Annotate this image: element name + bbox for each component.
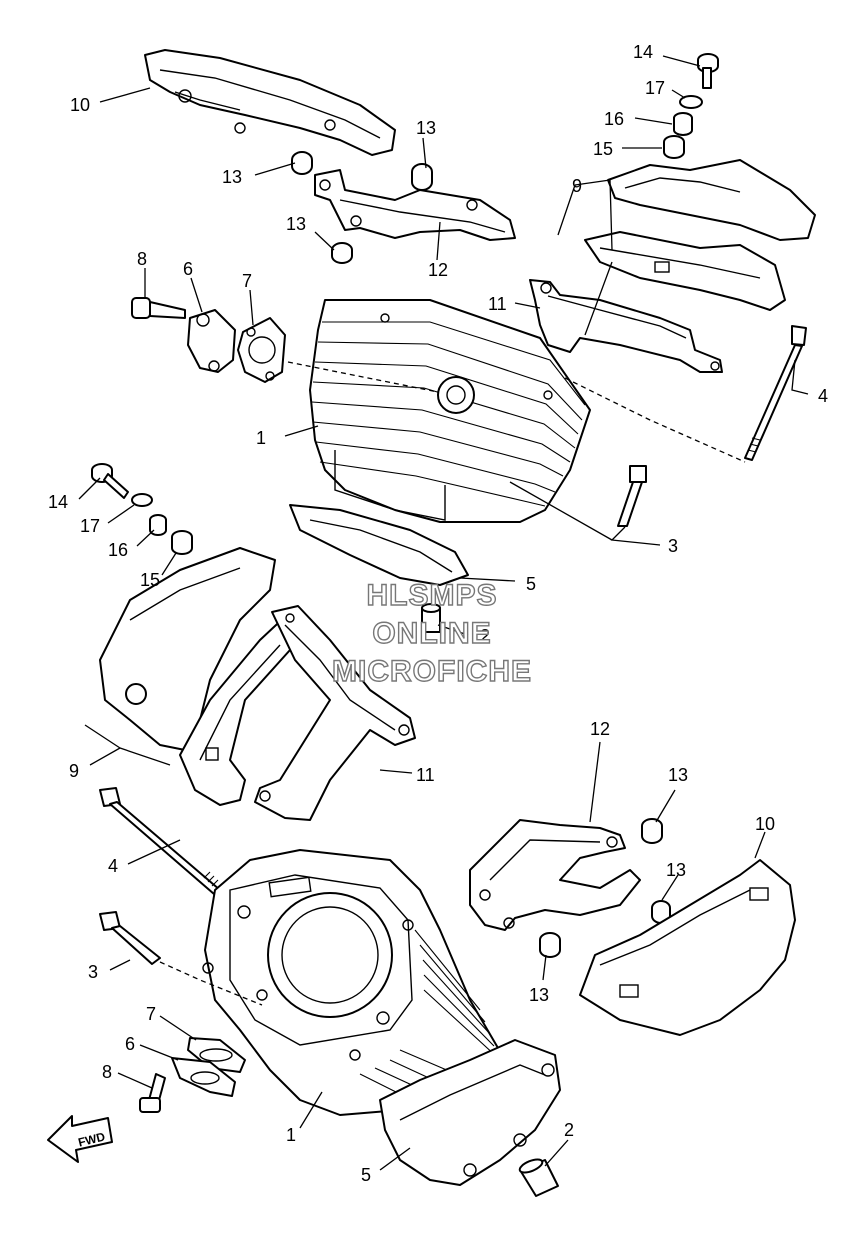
watermark: HLSMPS ONLINE MICROFICHE [331, 578, 532, 688]
callout-9-rear: 9 [572, 176, 582, 196]
callout-1-rear: 1 [256, 428, 266, 448]
part-8-bolt-rear [131, 297, 186, 319]
callout-15-rear: 15 [593, 139, 613, 159]
callout-13-rear-c: 13 [286, 214, 306, 234]
part-12-bracket-front [469, 819, 641, 931]
part-13-grommets-rear [291, 151, 433, 264]
part-5-gasket-front [379, 1039, 561, 1186]
part-11-gasket-front [254, 605, 416, 821]
callout-16-rear: 16 [604, 109, 624, 129]
part-12-bracket-rear [314, 169, 516, 241]
callout-7-front: 7 [146, 1004, 156, 1024]
part-4-stud-front [99, 787, 221, 895]
part-14-17-16-15-fastener-rear [663, 53, 719, 159]
callout-16-front: 16 [108, 540, 128, 560]
fwd-arrow-label: FWD [77, 1129, 107, 1149]
part-3-bolt-rear [617, 465, 647, 527]
part-14-17-16-15-fastener-front [91, 463, 193, 555]
part-6-clamp-front [171, 1057, 236, 1097]
part-7-gasket-rear [237, 317, 286, 383]
callout-2-front: 2 [564, 1120, 574, 1140]
callout-13-front-a: 13 [668, 765, 688, 785]
callout-13-front-c: 13 [529, 985, 549, 1005]
part-2-dowel-rear [421, 603, 441, 633]
part-7-gasket-front [187, 1037, 246, 1073]
part-9-head-cover-front [99, 547, 306, 806]
callout-5-rear: 5 [526, 574, 536, 594]
part-6-clamp-rear [187, 309, 236, 373]
callout-3-rear: 3 [668, 536, 678, 556]
fwd-arrow-icon: FWD [47, 1115, 113, 1163]
callout-1-front: 1 [286, 1125, 296, 1145]
callout-14-rear: 14 [633, 42, 653, 62]
part-9-head-cover-rear [584, 159, 816, 311]
callout-11-front: 11 [416, 765, 435, 785]
callout-4-rear: 4 [818, 386, 828, 406]
callout-13-rear-a: 13 [416, 118, 436, 138]
part-8-bolt-front [139, 1073, 166, 1113]
callout-8-rear: 8 [137, 249, 147, 269]
part-10-cover-rear [144, 49, 396, 156]
watermark-line-1: HLSMPS [366, 579, 497, 612]
callout-15-front: 15 [140, 570, 160, 590]
callout-6-front: 6 [125, 1034, 135, 1054]
part-10-cover-front [579, 859, 796, 1036]
callout-13-front-b: 13 [666, 860, 686, 880]
callout-2-rear: 2 [480, 626, 490, 646]
callout-12-front: 12 [590, 719, 610, 739]
callout-labels: 10 13 13 13 12 14 17 16 15 9 11 8 6 7 4 … [48, 42, 828, 1185]
callout-12-rear: 12 [428, 260, 448, 280]
callout-10-front: 10 [755, 814, 775, 834]
watermark-line-2: ONLINE [372, 617, 491, 650]
part-3-bolt-front [99, 911, 161, 965]
callout-14-front: 14 [48, 492, 68, 512]
watermark-line-3: MICROFICHE [332, 655, 532, 688]
part-1-cylinder-front [202, 849, 506, 1116]
callout-17-rear: 17 [645, 78, 665, 98]
callout-13-rear-b: 13 [222, 167, 242, 187]
part-4-stud-rear [744, 325, 807, 461]
part-1-cylinder-rear [309, 299, 591, 523]
part-5-gasket-rear [289, 504, 469, 586]
callout-8-front: 8 [102, 1062, 112, 1082]
callout-7-rear: 7 [242, 271, 252, 291]
callout-9-front: 9 [69, 761, 79, 781]
part-2-dowel-front [518, 1158, 559, 1197]
leader-lines [78, 55, 809, 1171]
callout-4-front: 4 [108, 856, 118, 876]
callout-11-rear: 11 [488, 294, 507, 314]
callout-5-front: 5 [361, 1165, 371, 1185]
callout-3-front: 3 [88, 962, 98, 982]
callout-6-rear: 6 [183, 259, 193, 279]
part-13-grommets-front [539, 818, 671, 958]
part-11-gasket-rear [529, 279, 723, 373]
callout-17-front: 17 [80, 516, 100, 536]
callout-10-rear: 10 [70, 95, 90, 115]
